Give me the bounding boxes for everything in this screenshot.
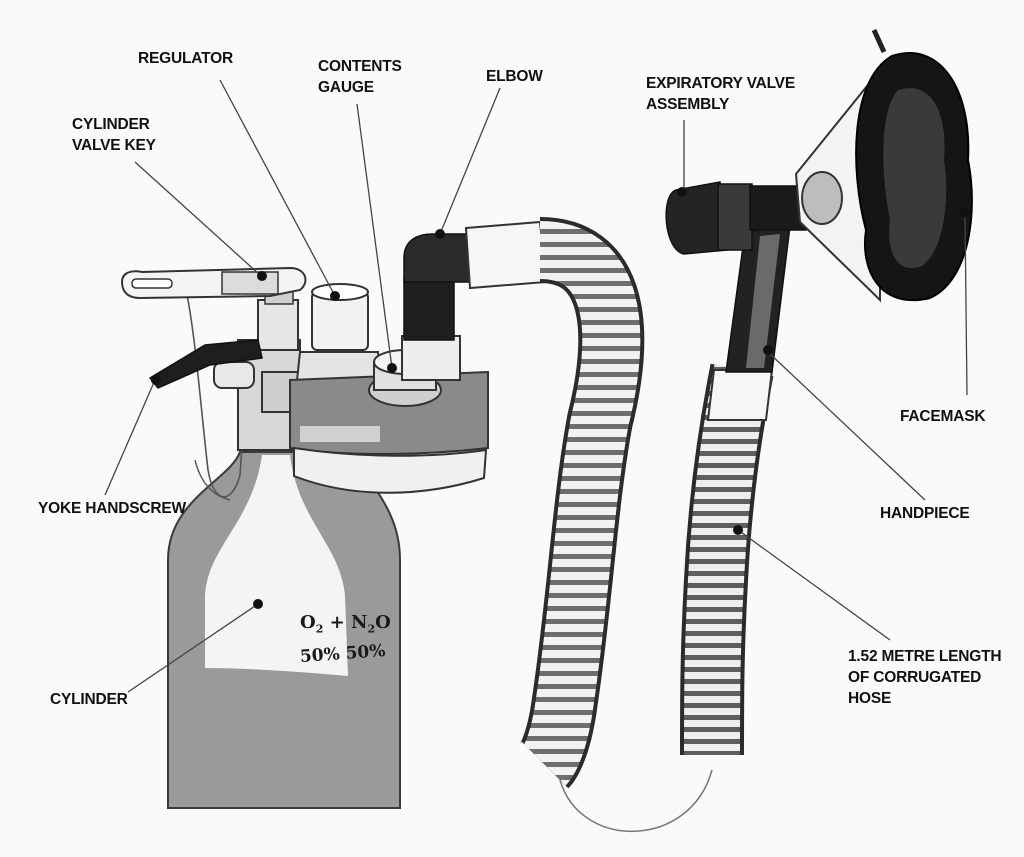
dot-handpiece: [763, 345, 773, 355]
gas-n-subscript: 2: [367, 622, 376, 636]
leader-line-hose: [737, 529, 891, 641]
gas-o: O: [375, 612, 391, 633]
connecting-tube: [559, 769, 713, 833]
hose-cuff: [706, 369, 774, 421]
leader-line-contents-gauge: [356, 103, 393, 369]
label-expiratory-valve-line-2: ASSEMBLY: [646, 96, 730, 113]
label-cylinder: CYLINDER: [50, 691, 128, 708]
elbow-fitting: [401, 220, 548, 381]
dot-facemask: [960, 207, 970, 217]
gas-o2: O: [300, 612, 316, 633]
dot-cylinder-valve-key: [257, 271, 267, 281]
label-hose-line-1: 1.52 METRE LENGTH: [848, 648, 1002, 665]
cylinder-valve-block: [213, 287, 303, 451]
yoke-handscrew: [148, 339, 263, 389]
label-elbow: ELBOW: [486, 68, 543, 85]
dot-elbow: [435, 229, 445, 239]
dot-contents-gauge: [387, 363, 397, 373]
label-cylinder-valve-key-line-2: VALVE KEY: [72, 137, 156, 154]
gas-plus: +: [329, 612, 345, 633]
facemask: [794, 28, 973, 303]
dot-cylinder: [253, 599, 263, 609]
label-contents-gauge: CONTENTS GAUGE: [318, 56, 402, 98]
label-regulator: REGULATOR: [138, 50, 233, 67]
label-yoke-handscrew: YOKE HANDSCREW: [38, 500, 186, 517]
label-cylinder-valve-key: CYLINDER VALVE KEY: [72, 114, 156, 156]
label-contents-gauge-line-2: GAUGE: [318, 79, 374, 96]
label-hose-line-3: HOSE: [848, 690, 892, 707]
label-contents-gauge-line-1: CONTENTS: [318, 58, 402, 75]
label-dots: [151, 187, 970, 609]
leader-line-facemask: [964, 214, 968, 396]
leader-line-regulator: [219, 79, 336, 297]
leader-line-cylinder-valve-key: [134, 161, 261, 276]
cylinder-valve-key: [120, 266, 307, 300]
valve-key-chain: [184, 284, 246, 498]
gas-o2-subscript: 2: [315, 622, 324, 636]
label-expiratory-valve: EXPIRATORY VALVE ASSEMBLY: [646, 73, 795, 115]
cylinder-gas-formula: O2 + N2O: [300, 612, 391, 636]
label-cylinder-valve-key-line-1: CYLINDER: [72, 116, 150, 133]
label-handpiece: HANDPIECE: [880, 505, 970, 522]
leader-line-yoke-handscrew: [104, 379, 156, 496]
label-hose: 1.52 METRE LENGTH OF CORRUGATED HOSE: [848, 646, 1002, 709]
leader-line-cylinder: [127, 603, 259, 693]
dot-yoke-handscrew: [151, 375, 161, 385]
gas-n: N: [351, 612, 368, 633]
regulator: [294, 283, 384, 391]
leader-lines: [104, 79, 968, 693]
label-facemask: FACEMASK: [900, 408, 986, 425]
dot-expiratory-valve: [677, 187, 687, 197]
label-expiratory-valve-line-1: EXPIRATORY VALVE: [646, 75, 795, 92]
dot-regulator: [330, 291, 340, 301]
leader-line-elbow: [439, 87, 501, 235]
label-hose-line-2: OF CORRUGATED: [848, 669, 982, 686]
expiratory-valve-assembly: [665, 181, 807, 255]
dot-hose: [733, 525, 743, 535]
leader-line-handpiece: [767, 351, 926, 501]
